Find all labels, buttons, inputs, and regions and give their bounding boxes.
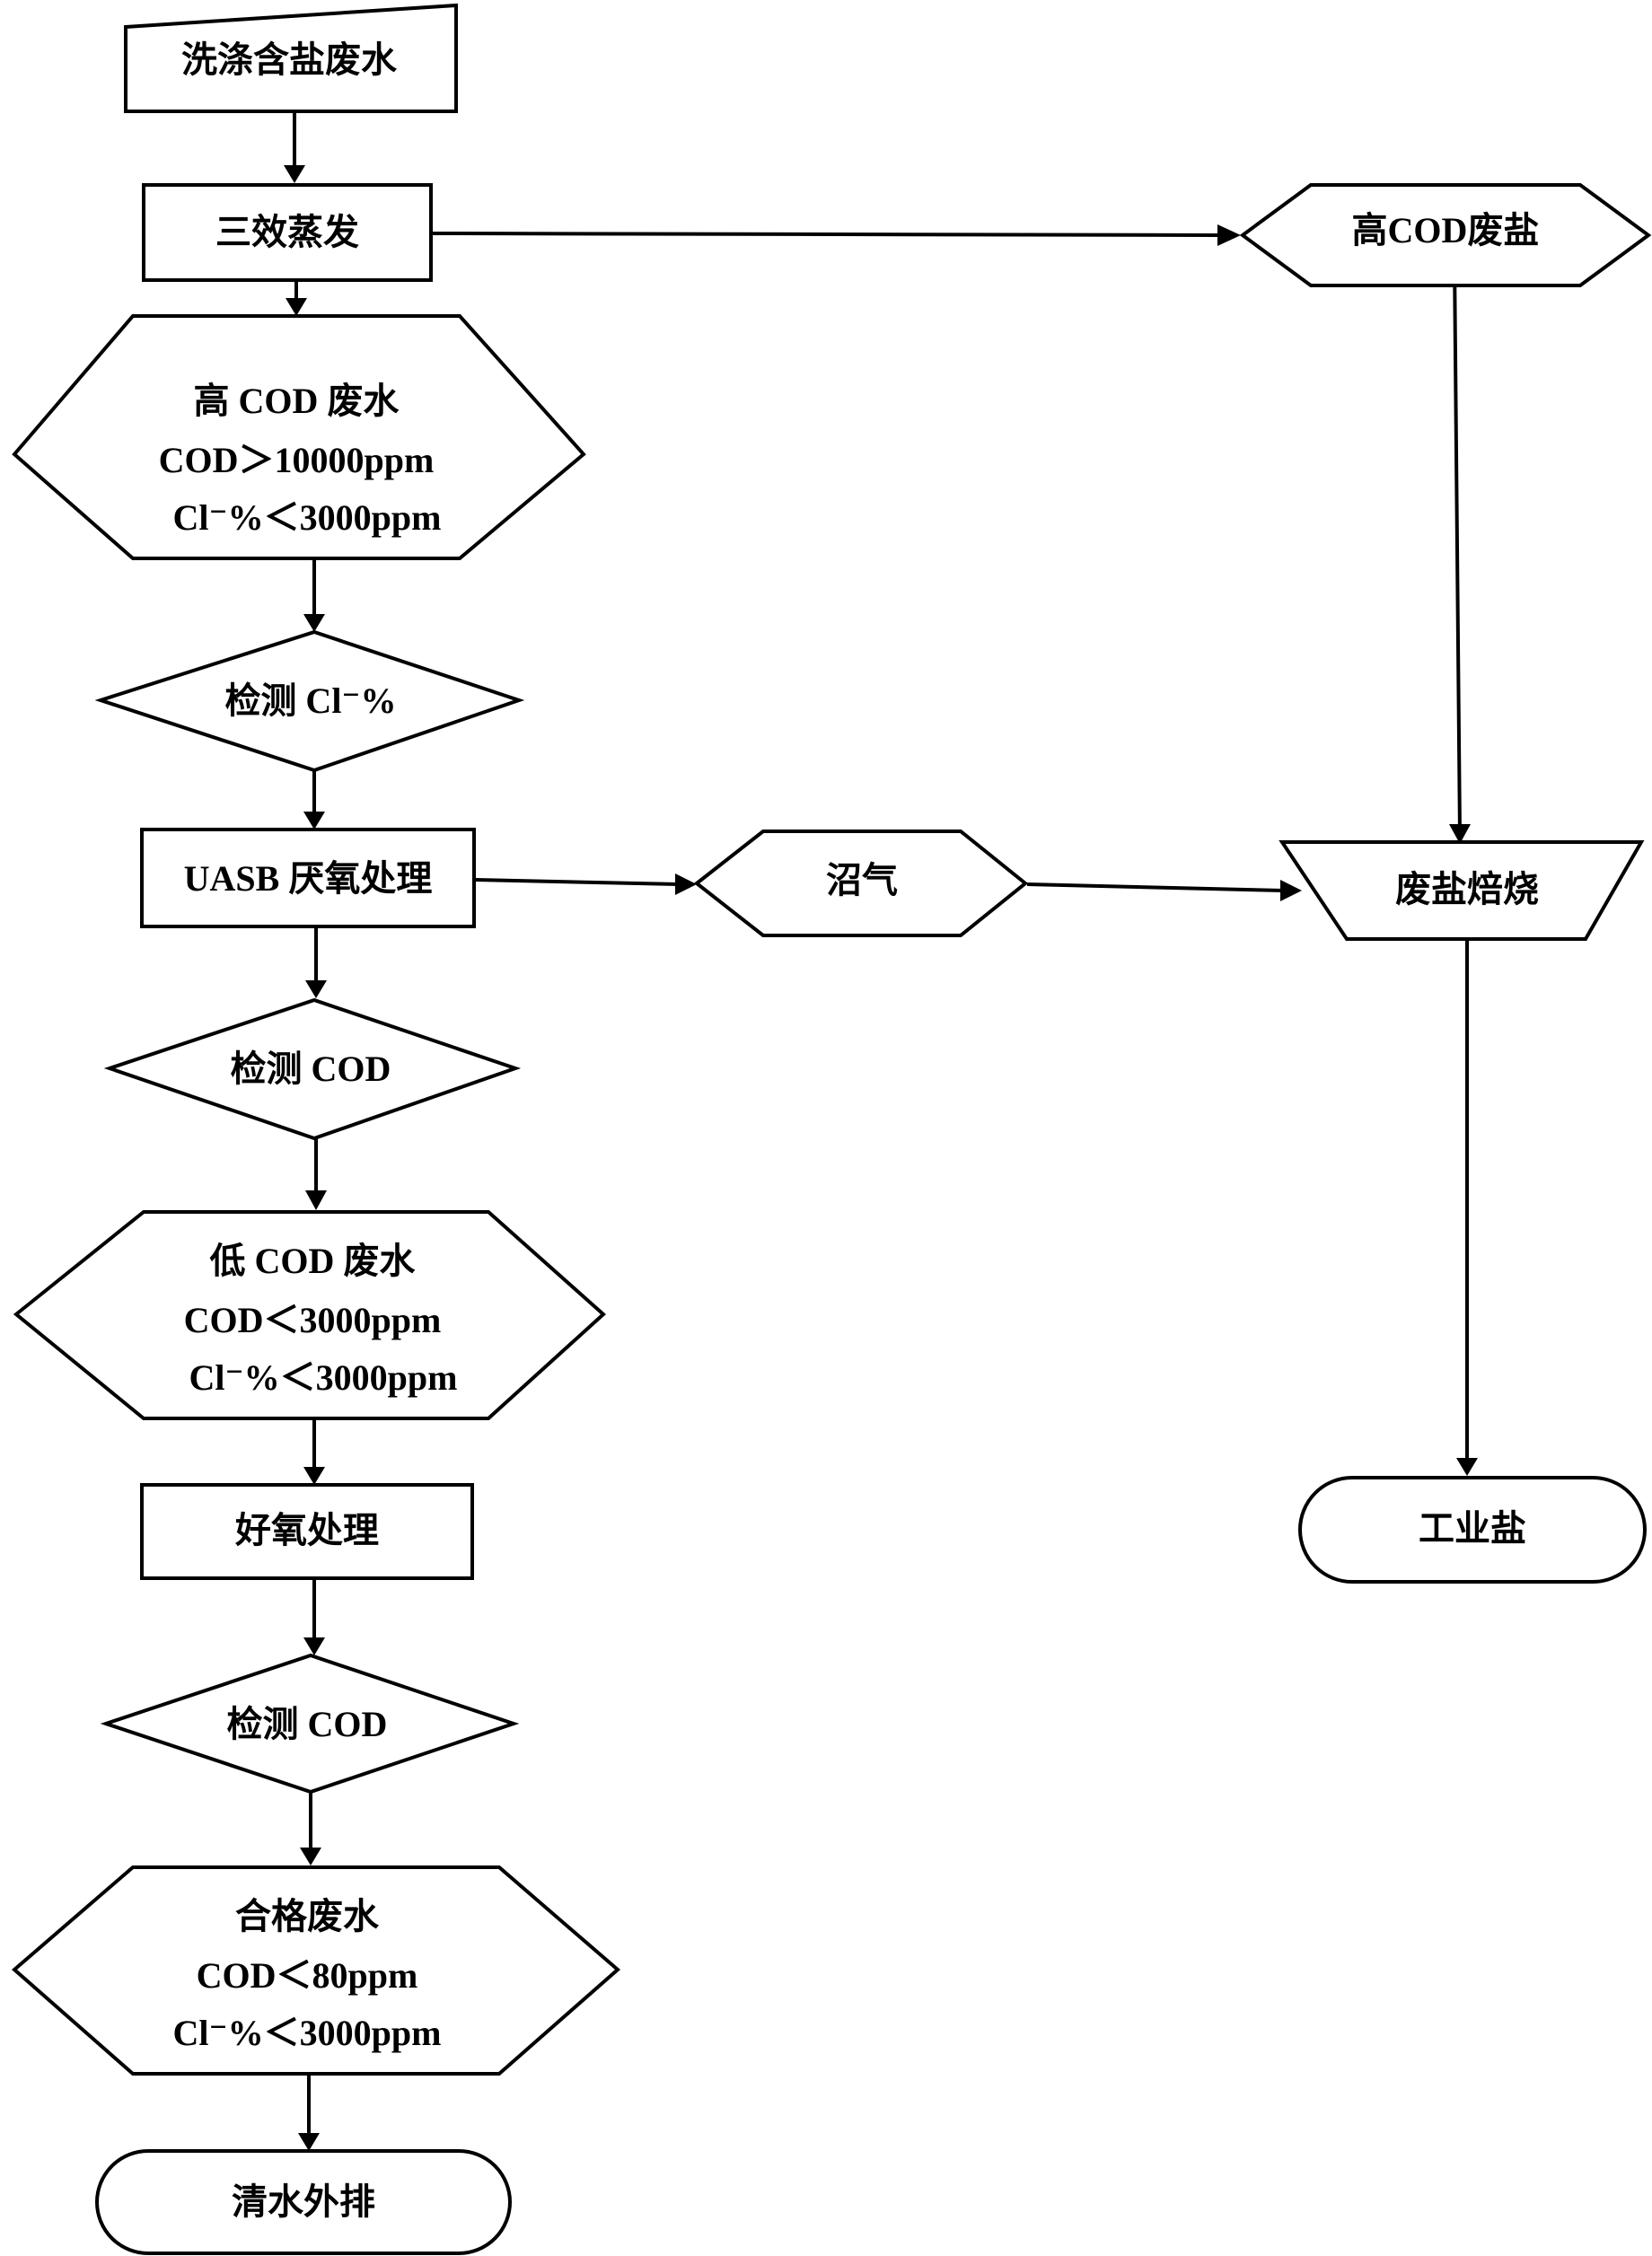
node-high-cod-wastewater-line-2: COD＞10000ppm bbox=[159, 440, 435, 480]
arrow-low-cod-wastewater-to-aerobic bbox=[303, 1467, 325, 1485]
node-biogas: 沼气 bbox=[693, 830, 1029, 937]
arrow-aerobic-to-detect-cod-2 bbox=[303, 1637, 325, 1655]
node-detect-cod-1-label: 检测 COD bbox=[231, 1049, 391, 1089]
node-wash-wastewater: 洗涤含盐废水 bbox=[124, 3, 458, 113]
arrow-wash-to-evaporation bbox=[284, 165, 305, 183]
arrow-uasb-to-biogas bbox=[675, 873, 697, 895]
node-salt-roasting: 废盐焙烧 bbox=[1279, 840, 1645, 941]
node-industrial-salt: 工业盐 bbox=[1298, 1476, 1647, 1584]
arrow-qualified-to-discharge bbox=[298, 2133, 320, 2151]
node-high-cod-salt: 高COD废盐 bbox=[1239, 183, 1652, 287]
edge-biogas-to-roasting bbox=[1026, 882, 1285, 892]
node-uasb-label: UASB 厌氧处理 bbox=[184, 858, 433, 899]
node-low-cod-wastewater-line-2: COD＜3000ppm bbox=[184, 1300, 442, 1340]
node-qualified-wastewater-line-2: COD＜80ppm bbox=[197, 1955, 418, 1996]
edge-high-cod-salt-to-roasting bbox=[1453, 258, 1462, 836]
arrow-evaporation-to-high-cod-salt bbox=[1217, 224, 1241, 246]
node-detect-cod-1: 检测 COD bbox=[103, 997, 522, 1141]
node-aerobic: 好氧处理 bbox=[140, 1483, 474, 1580]
node-low-cod-wastewater-line-1: 低 COD 废水 bbox=[210, 1241, 417, 1281]
node-triple-evaporation-label: 三效蒸发 bbox=[215, 212, 359, 252]
node-biogas-label: 沼气 bbox=[826, 860, 898, 900]
node-salt-roasting-label: 废盐焙烧 bbox=[1395, 869, 1539, 909]
arrow-high-cod-wastewater-to-detect-cl bbox=[303, 614, 325, 632]
node-aerobic-label: 好氧处理 bbox=[234, 1510, 379, 1550]
arrow-detect-cl-to-uasb bbox=[303, 812, 325, 830]
node-low-cod-wastewater: 低 COD 废水 COD＜3000ppm Cl⁻%＜3000ppm bbox=[13, 1210, 606, 1420]
node-qualified-wastewater-line-3: Cl⁻%＜3000ppm bbox=[173, 2013, 442, 2053]
arrow-detect-cod-2-to-qualified bbox=[300, 1848, 321, 1865]
arrow-evaporation-to-high-cod-wastewater bbox=[286, 298, 307, 316]
node-detect-cod-2-label: 检测 COD bbox=[227, 1704, 388, 1744]
node-triple-evaporation: 三效蒸发 bbox=[142, 183, 433, 282]
node-qualified-wastewater-line-1: 合格废水 bbox=[235, 1896, 380, 1936]
node-detect-cl: 检测 Cl⁻% bbox=[94, 629, 525, 773]
node-wash-wastewater-label: 洗涤含盐废水 bbox=[181, 40, 398, 80]
node-qualified-wastewater: 合格废水 COD＜80ppm Cl⁻%＜3000ppm bbox=[11, 1865, 621, 2076]
node-uasb: UASB 厌氧处理 bbox=[140, 828, 476, 928]
node-detect-cl-label: 检测 Cl⁻% bbox=[224, 680, 396, 721]
arrow-detect-cod-1-to-low-cod-wastewater bbox=[305, 1190, 327, 1210]
edge-evaporation-to-high-cod-salt bbox=[432, 232, 1222, 237]
node-industrial-salt-label: 工业盐 bbox=[1419, 1508, 1526, 1549]
arrow-roasting-to-industrial-salt bbox=[1456, 1458, 1478, 1476]
node-low-cod-wastewater-line-3: Cl⁻%＜3000ppm bbox=[189, 1357, 458, 1398]
node-discharge: 清水外排 bbox=[95, 2149, 512, 2255]
edge-uasb-to-biogas bbox=[475, 878, 680, 886]
node-high-cod-salt-label: 高COD废盐 bbox=[1352, 210, 1540, 250]
node-detect-cod-2: 检测 COD bbox=[100, 1653, 520, 1795]
arrow-uasb-to-detect-cod-1 bbox=[305, 980, 327, 998]
node-high-cod-wastewater-line-1: 高 COD 废水 bbox=[194, 381, 400, 421]
node-discharge-label: 清水外排 bbox=[232, 2181, 375, 2222]
node-high-cod-wastewater: 高 COD 废水 COD＞10000ppm Cl⁻%＜3000ppm bbox=[12, 314, 586, 560]
node-high-cod-wastewater-line-3: Cl⁻%＜3000ppm bbox=[173, 497, 442, 538]
connectors bbox=[284, 112, 1478, 2151]
arrow-high-cod-salt-to-roasting bbox=[1449, 824, 1471, 844]
arrow-biogas-to-roasting bbox=[1280, 880, 1302, 901]
